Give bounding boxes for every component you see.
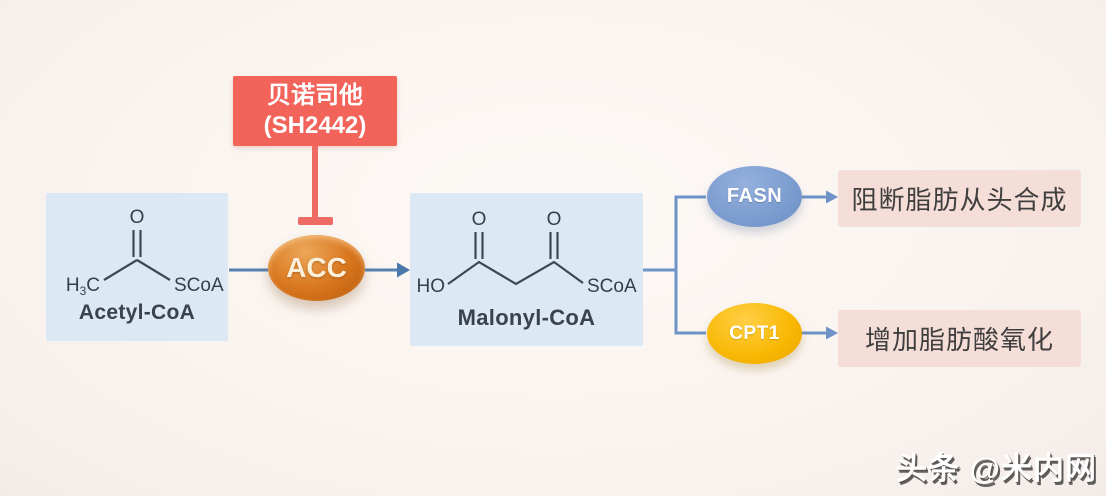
inhibition-line — [312, 146, 318, 219]
fasn-enzyme-ellipse: FASN — [707, 166, 802, 227]
arrowhead-cpt1-outcome — [826, 326, 838, 340]
acc-enzyme-ellipse: ACC — [268, 235, 365, 301]
outcome-box-cpt1: 增加脂肪酸氧化 — [838, 310, 1081, 367]
arrowhead-fasn-outcome — [826, 190, 838, 204]
arrowhead-malonyl — [397, 262, 410, 278]
atom-o1: O — [472, 209, 487, 230]
cpt1-enzyme-ellipse: CPT1 — [707, 303, 802, 364]
outcome-box-fasn: 阻断脂肪从头合成 — [838, 170, 1081, 227]
acc-label: ACC — [286, 252, 347, 283]
malonyl-coa-label: Malonyl-CoA — [457, 305, 596, 330]
atom-scoa: SCoA — [174, 275, 224, 296]
atom-h3c: H3C — [66, 275, 100, 298]
atom-o: O — [130, 207, 145, 228]
atom-scoa: SCoA — [587, 276, 637, 297]
atom-o2: O — [547, 209, 562, 230]
inhibitor-code: (SH2442) — [263, 112, 367, 139]
atom-ho: HO — [417, 276, 446, 297]
watermark: 头条 @米内网 — [896, 451, 1097, 486]
branch-connector-down — [674, 270, 706, 335]
malonyl-coa-box: O O HO SCoA Malonyl-CoA — [410, 193, 643, 346]
malonyl-coa-structure-icon: O O HO SCoA — [417, 209, 637, 297]
fasn-label: FASN — [726, 185, 783, 207]
acetyl-coa-box: O H3C SCoA Acetyl-CoA — [46, 193, 228, 341]
cpt1-label: CPT1 — [729, 322, 780, 344]
outcome-fasn-label: 阻断脂肪从头合成 — [851, 185, 1068, 215]
acetyl-coa-label: Acetyl-CoA — [78, 301, 196, 324]
inhibitor-name: 贝诺司他 — [267, 82, 363, 109]
branch-connector-up — [642, 195, 706, 272]
inhibitor-drug-box: 贝诺司他 (SH2442) — [233, 76, 397, 146]
inhibition-tbar-icon — [298, 217, 333, 225]
outcome-cpt1-label: 增加脂肪酸氧化 — [864, 325, 1054, 355]
acetyl-coa-structure-icon: O H3C SCoA — [66, 207, 224, 298]
